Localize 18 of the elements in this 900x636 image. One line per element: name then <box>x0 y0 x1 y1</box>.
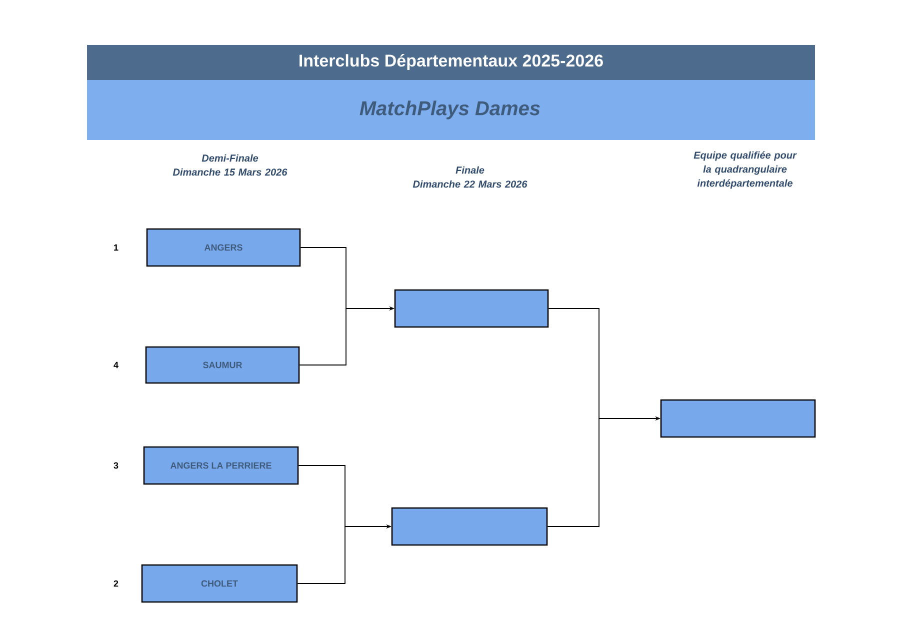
seed-number: 4 <box>114 362 118 368</box>
team-box: ANGERS <box>146 228 301 267</box>
empty-box <box>660 399 816 438</box>
empty-box <box>394 289 549 328</box>
column-heading: Demi-Finale <box>202 154 258 162</box>
column-heading: Equipe qualifiée pour la quadrangulaire interdépartementale <box>694 151 797 189</box>
team-box: SAUMUR <box>145 346 300 384</box>
seed-number: 2 <box>114 580 118 587</box>
team-box: ANGERS LA PERRIERE <box>143 446 299 485</box>
empty-box <box>391 507 548 546</box>
team-box: CHOLET <box>141 564 298 603</box>
seed-number: 1 <box>114 244 118 251</box>
subtitle: MatchPlays Dames <box>360 100 540 120</box>
column-date: Dimanche 22 Mars 2026 <box>412 180 528 188</box>
seed-number: 3 <box>114 462 118 469</box>
column-heading: Finale <box>456 166 484 174</box>
column-date: Dimanche 15 Mars 2026 <box>172 168 288 176</box>
title-banner: Interclubs Départementaux 2025-2026 <box>87 45 815 80</box>
